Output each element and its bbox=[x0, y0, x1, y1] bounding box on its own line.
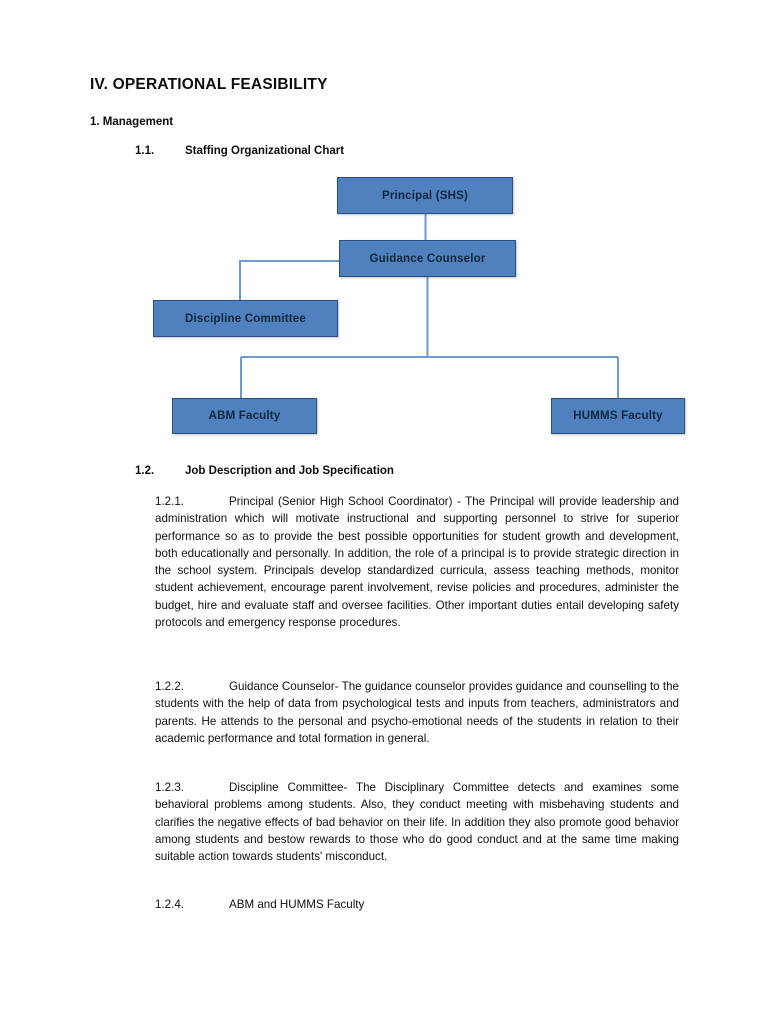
page-title: IV. OPERATIONAL FEASIBILITY bbox=[90, 76, 328, 93]
connector-guidance-discipline bbox=[239, 260, 339, 300]
paragraph-1-2-2-number: 1.2.2. bbox=[155, 680, 185, 693]
paragraph-1-2-1: 1.2.1.Principal (Senior High School Coor… bbox=[155, 493, 679, 631]
organizational-chart: Principal (SHS) Guidance Counselor Disci… bbox=[0, 0, 768, 460]
org-node-principal[interactable]: Principal (SHS) bbox=[337, 177, 513, 214]
subheading-1-2-label: Job Description and Job Specification bbox=[185, 465, 394, 477]
paragraph-1-2-2: 1.2.2.Guidance Counselor- The guidance c… bbox=[155, 678, 679, 747]
org-node-guidance-counselor[interactable]: Guidance Counselor bbox=[339, 240, 516, 277]
subheading-1-2: 1.2. Job Description and Job Specificatio… bbox=[135, 465, 394, 477]
org-node-abm-faculty[interactable]: ABM Faculty bbox=[172, 398, 317, 434]
paragraph-1-2-2-text: Guidance Counselor- The guidance counsel… bbox=[155, 680, 679, 745]
subheading-1-1-label: Staffing Organizational Chart bbox=[185, 145, 345, 157]
paragraph-1-2-4-text: ABM and HUMMS Faculty bbox=[229, 898, 365, 911]
paragraph-1-2-3-number: 1.2.3. bbox=[155, 781, 185, 794]
subheading-1-1: 1.1. Staffing Organizational Chart bbox=[135, 145, 344, 157]
org-chart-connectors bbox=[239, 214, 619, 398]
paragraph-1-2-4: 1.2.4. ABM and HUMMS Faculty bbox=[155, 898, 364, 911]
subheading-1-1-number: 1.1. bbox=[135, 145, 155, 157]
org-node-humms-faculty[interactable]: HUMMS Faculty bbox=[551, 398, 685, 434]
paragraph-1-2-1-number: 1.2.1. bbox=[155, 495, 185, 508]
subheading-1-2-number: 1.2. bbox=[135, 465, 155, 477]
section-heading-management: 1. Management bbox=[90, 116, 174, 128]
paragraph-1-2-3: 1.2.3.Discipline Committee- The Discipli… bbox=[155, 779, 679, 865]
paragraph-1-2-1-text: Principal (Senior High School Coordinato… bbox=[155, 495, 679, 630]
paragraph-1-2-4-number: 1.2.4. bbox=[155, 898, 185, 911]
org-node-discipline-committee[interactable]: Discipline Committee bbox=[153, 300, 338, 337]
paragraph-1-2-3-text: Discipline Committee- The Disciplinary C… bbox=[155, 781, 679, 864]
